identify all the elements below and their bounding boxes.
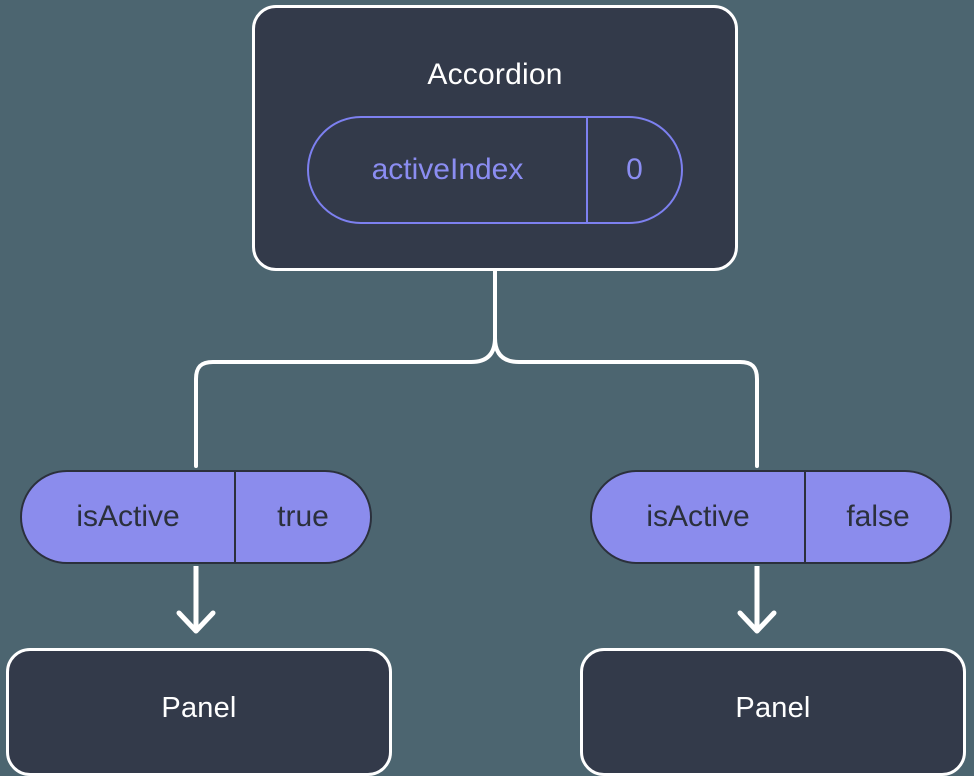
badge-is-active-false-key: isActive: [646, 500, 750, 533]
badge-active-index[interactable]: activeIndex 0: [307, 116, 683, 224]
badge-is-active-true-key: isActive: [76, 500, 180, 533]
connector-left-arm: [194, 336, 497, 468]
badge-active-index-value: 0: [586, 118, 681, 222]
badge-active-index-key: activeIndex: [371, 153, 524, 186]
node-panel-left[interactable]: Panel: [6, 648, 392, 776]
node-panel-left-title: Panel: [161, 691, 237, 724]
badge-is-active-true[interactable]: isActive true: [20, 470, 372, 564]
connector-trunk-split: [493, 269, 759, 468]
badge-is-active-true-value: true: [234, 472, 370, 562]
badge-is-active-false-value: false: [804, 472, 950, 562]
node-accordion-title: Accordion: [427, 58, 563, 91]
badge-is-active-false[interactable]: isActive false: [590, 470, 952, 564]
node-panel-right[interactable]: Panel: [580, 648, 966, 776]
arrow-right-head: [737, 610, 777, 634]
node-panel-right-title: Panel: [735, 691, 811, 724]
arrow-left-head: [176, 610, 216, 634]
